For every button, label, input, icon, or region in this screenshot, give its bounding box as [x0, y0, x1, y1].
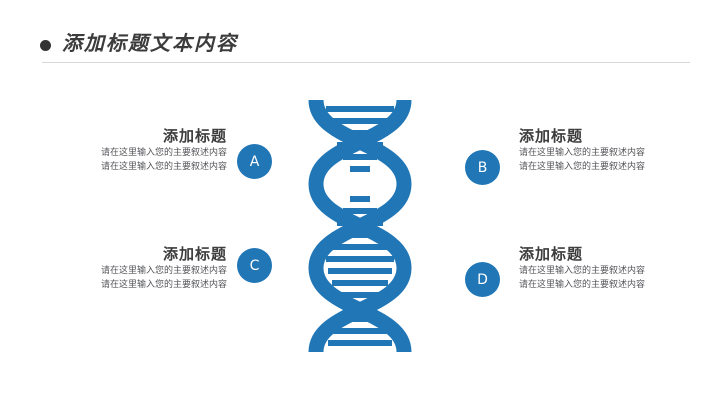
dna-strands	[308, 100, 412, 352]
title-bullet-icon	[40, 40, 51, 51]
content-block-a-body: 请在这里输入您的主要叙述内容 请在这里输入您的主要叙述内容	[101, 146, 227, 174]
content-block-a-heading: 添加标题	[162, 127, 227, 145]
content-block-a-text: 添加标题 请在这里输入您的主要叙述内容 请在这里输入您的主要叙述内容	[101, 126, 227, 174]
content-block-a-body-line-2: 请在这里输入您的主要叙述内容	[100, 162, 227, 172]
badge-a[interactable]: A	[237, 144, 272, 179]
content-block-c-body-line-2: 请在这里输入您的主要叙述内容	[100, 280, 227, 290]
content-block-d[interactable]: D 添加标题 请在这里输入您的主要叙述内容 请在这里输入您的主要叙述内容	[458, 244, 688, 314]
content-block-b-body-line-1: 请在这里输入您的主要叙述内容	[519, 148, 646, 158]
slide-header: 添加标题文本内容	[0, 0, 720, 64]
content-block-d-heading: 添加标题	[519, 245, 584, 263]
content-block-c[interactable]: 添加标题 请在这里输入您的主要叙述内容 请在这里输入您的主要叙述内容 C	[60, 244, 280, 314]
content-block-d-body-line-2: 请在这里输入您的主要叙述内容	[519, 280, 646, 290]
content-block-a[interactable]: 添加标题 请在这里输入您的主要叙述内容 请在这里输入您的主要叙述内容 A	[60, 126, 280, 196]
badge-c[interactable]: C	[237, 248, 272, 283]
content-block-d-text: 添加标题 请在这里输入您的主要叙述内容 请在这里输入您的主要叙述内容	[519, 244, 645, 292]
dna-double-helix-icon	[308, 100, 412, 352]
content-block-c-text: 添加标题 请在这里输入您的主要叙述内容 请在这里输入您的主要叙述内容	[101, 244, 227, 292]
badge-b[interactable]: B	[465, 150, 500, 185]
content-block-b-heading: 添加标题	[519, 127, 584, 145]
content-block-b[interactable]: B 添加标题 请在这里输入您的主要叙述内容 请在这里输入您的主要叙述内容	[458, 126, 688, 196]
content-block-c-body: 请在这里输入您的主要叙述内容 请在这里输入您的主要叙述内容	[101, 264, 227, 292]
content-block-d-body-line-1: 请在这里输入您的主要叙述内容	[519, 266, 646, 276]
content-block-d-body: 请在这里输入您的主要叙述内容 请在这里输入您的主要叙述内容	[519, 264, 645, 292]
content-block-a-body-line-1: 请在这里输入您的主要叙述内容	[100, 148, 227, 158]
content-block-b-text: 添加标题 请在这里输入您的主要叙述内容 请在这里输入您的主要叙述内容	[519, 126, 645, 174]
page-title: 添加标题文本内容	[62, 31, 238, 55]
badge-d[interactable]: D	[465, 262, 500, 297]
content-block-b-body: 请在这里输入您的主要叙述内容 请在这里输入您的主要叙述内容	[519, 146, 645, 174]
content-block-c-heading: 添加标题	[162, 245, 227, 263]
content-block-c-body-line-1: 请在这里输入您的主要叙述内容	[100, 266, 227, 276]
dna-rungs-bottom	[328, 328, 392, 346]
header-divider	[42, 62, 690, 63]
content-block-b-body-line-2: 请在这里输入您的主要叙述内容	[519, 162, 646, 172]
